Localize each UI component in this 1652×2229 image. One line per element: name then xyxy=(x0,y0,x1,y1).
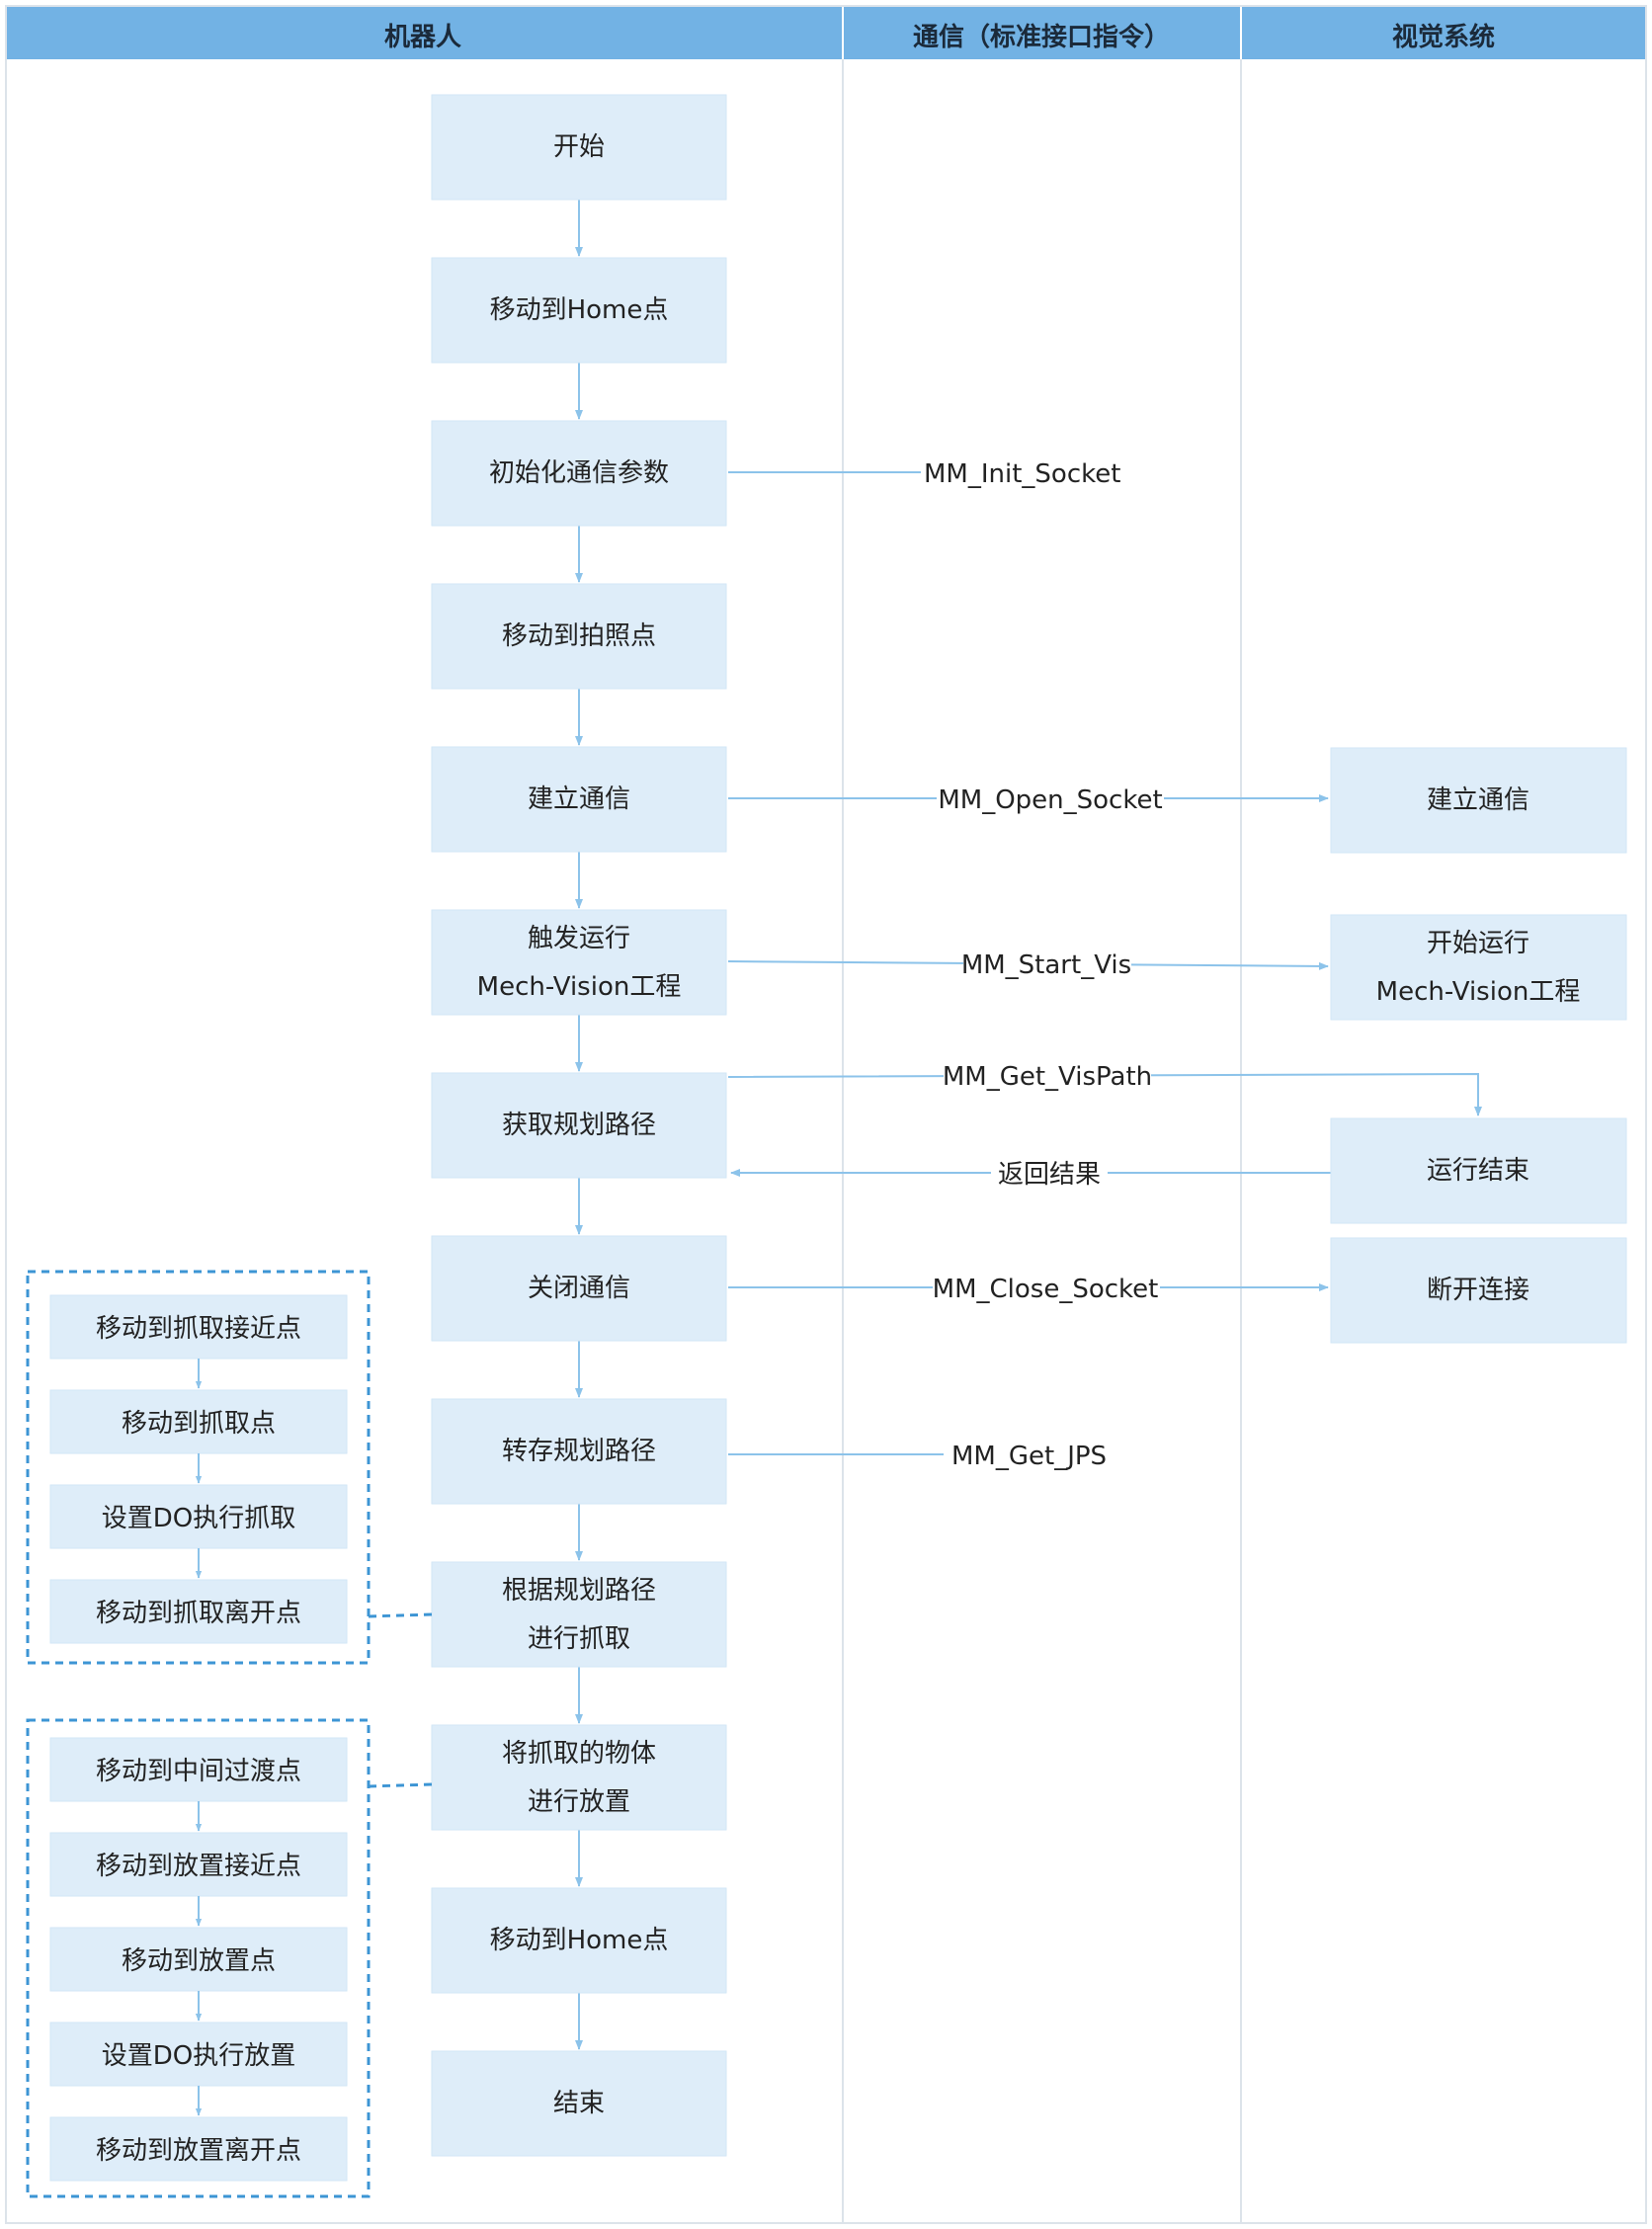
robot-node-init-comm: 初始化通信参数 xyxy=(431,420,727,527)
lane-title-robot: 机器人 xyxy=(384,23,461,52)
robot-node-move-photo: 移动到拍照点 xyxy=(431,583,727,690)
robot-node-move-home-end: 移动到Home点 xyxy=(431,1887,727,1994)
node-label: 移动到Home点 xyxy=(490,1926,669,1955)
place-step-label: 移动到放置点 xyxy=(122,1946,276,1976)
grasp-step-label: 移动到抓取离开点 xyxy=(96,1599,301,1628)
grasp-step-label: 移动到抓取点 xyxy=(122,1409,276,1439)
msg-label-init: MM_Init_Socket xyxy=(924,459,1120,489)
robot-node-open-comm: 建立通信 xyxy=(431,746,727,853)
node-label: 建立通信 xyxy=(1427,785,1529,815)
lane-title-comm: 通信（标准接口指令） xyxy=(913,22,1170,52)
place-group-border xyxy=(26,1718,371,2198)
msg-label-bg xyxy=(991,1154,1108,1192)
msg-label-bg xyxy=(944,1057,1151,1093)
lane-borders xyxy=(5,5,1647,2224)
msg-label-bg xyxy=(963,946,1131,981)
node-label: 开始 xyxy=(553,132,605,162)
msg-label-start: MM_Start_Vis xyxy=(961,950,1131,980)
grasp-step-label: 设置DO执行抓取 xyxy=(102,1504,296,1533)
lane-frame xyxy=(5,5,1647,2224)
node-label: 获取规划路径 xyxy=(502,1111,656,1140)
msg-label-result: 返回结果 xyxy=(998,1160,1101,1190)
grasp-substeps-group: 移动到抓取接近点 移动到抓取点 设置DO执行抓取 移动到抓取离开点 xyxy=(26,1270,433,1665)
robot-node-trigger-vision: 触发运行 Mech-Vision工程 xyxy=(431,909,727,1016)
node-label: 建立通信 xyxy=(528,784,630,814)
lane-header-bg xyxy=(6,6,1646,59)
node-label: 运行结束 xyxy=(1427,1156,1529,1186)
robot-node-close-comm: 关闭通信 xyxy=(431,1235,727,1342)
msg-label-getpath: MM_Get_VisPath xyxy=(943,1062,1152,1092)
node-label: 结束 xyxy=(553,2089,605,2118)
lane-title-vision: 视觉系统 xyxy=(1392,22,1495,52)
node-label: 移动到Home点 xyxy=(490,295,669,325)
robot-node-start: 开始 xyxy=(431,94,727,201)
grasp-step-box xyxy=(49,1389,348,1454)
robot-node-grasp: 根据规划路径 进行抓取 xyxy=(431,1561,727,1668)
vision-node-disconnect: 断开连接 xyxy=(1330,1237,1627,1344)
msg-label-bg xyxy=(921,454,1118,490)
msg-label-bg xyxy=(944,1437,1112,1472)
node-label-line1: 将抓取的物体 xyxy=(502,1739,656,1769)
node-label-line1: 根据规划路径 xyxy=(502,1576,656,1606)
message-labels: MM_Init_Socket MM_Open_Socket MM_Start_V… xyxy=(921,454,1164,1472)
robot-node-move-home: 移动到Home点 xyxy=(431,257,727,364)
node-label: 移动到拍照点 xyxy=(502,621,656,651)
lane-headers: 机器人 通信（标准接口指令） 视觉系统 xyxy=(6,6,1646,59)
node-label: 关闭通信 xyxy=(528,1274,630,1303)
node-label-line2: Mech-Vision工程 xyxy=(1376,977,1581,1007)
place-step-box xyxy=(49,2116,348,2182)
place-step-label: 移动到放置接近点 xyxy=(96,1852,301,1881)
node-label-line2: 进行抓取 xyxy=(528,1624,630,1654)
grasp-group-link xyxy=(368,1612,433,1618)
grasp-step-box xyxy=(49,1579,348,1644)
robot-node-place: 将抓取的物体 进行放置 xyxy=(431,1724,727,1831)
node-label-line1: 开始运行 xyxy=(1427,929,1529,958)
msg-label-jps: MM_Get_JPS xyxy=(951,1442,1107,1471)
node-label: 转存规划路径 xyxy=(502,1437,656,1466)
place-step-label: 移动到放置离开点 xyxy=(96,2136,301,2166)
vision-node-open-comm: 建立通信 xyxy=(1330,747,1627,854)
node-label: 断开连接 xyxy=(1427,1276,1529,1305)
msg-label-open: MM_Open_Socket xyxy=(938,785,1162,815)
place-group-link xyxy=(368,1782,433,1788)
robot-node-end: 结束 xyxy=(431,2050,727,2157)
place-step-label: 设置DO执行放置 xyxy=(102,2041,296,2071)
place-substeps-group: 移动到中间过渡点 移动到放置接近点 移动到放置点 设置DO执行放置 移动到放置离… xyxy=(26,1718,433,2198)
place-step-label: 移动到中间过渡点 xyxy=(96,1757,301,1786)
msg-label-bg xyxy=(933,1270,1160,1305)
vision-node-start-run: 开始运行 Mech-Vision工程 xyxy=(1330,914,1627,1021)
robot-node-get-path: 获取规划路径 xyxy=(431,1072,727,1179)
node-label-line2: Mech-Vision工程 xyxy=(477,972,682,1002)
node-label-line2: 进行放置 xyxy=(528,1787,630,1817)
grasp-group-border xyxy=(26,1270,371,1665)
msg-label-bg xyxy=(937,781,1164,816)
node-label-line1: 触发运行 xyxy=(528,924,630,953)
place-step-box xyxy=(49,2022,348,2087)
place-step-box xyxy=(49,1832,348,1897)
robot-node-save-path: 转存规划路径 xyxy=(431,1398,727,1505)
msg-label-close: MM_Close_Socket xyxy=(933,1275,1159,1304)
grasp-step-label: 移动到抓取接近点 xyxy=(96,1314,301,1344)
grasp-step-box xyxy=(49,1484,348,1549)
vision-node-run-end: 运行结束 xyxy=(1330,1117,1627,1224)
node-label: 初始化通信参数 xyxy=(489,458,669,488)
place-step-box xyxy=(49,1737,348,1802)
